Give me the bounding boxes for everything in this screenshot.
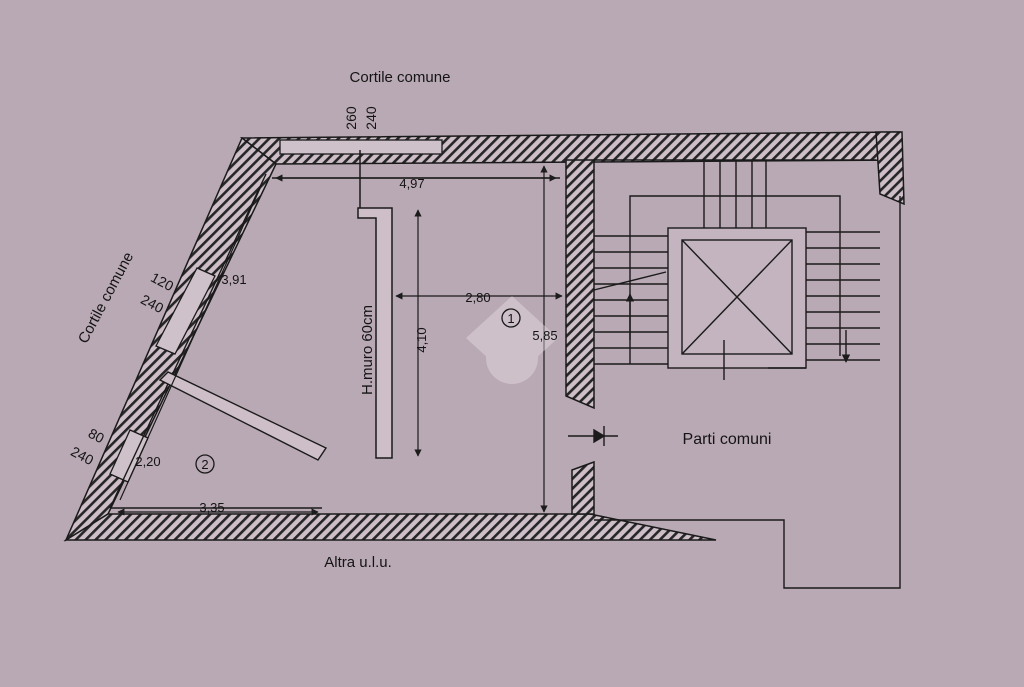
window-height-top-sill: 260 xyxy=(343,106,359,130)
label-common-parts: Parti comuni xyxy=(683,431,772,448)
left-window-upper xyxy=(155,267,216,355)
partition-wall-upper xyxy=(565,159,595,410)
dim-left-upper-side: 3,91 xyxy=(221,272,246,287)
room-1-number: 1 xyxy=(507,311,514,326)
label-other-unit: Altra u.l.u. xyxy=(324,554,392,571)
room-2-marker xyxy=(195,454,215,474)
window-height-left-upper-sill: 120 xyxy=(148,269,176,294)
logo-watermark xyxy=(466,296,558,384)
dim-inner-width: 2,80 xyxy=(465,290,490,305)
low-wall xyxy=(357,150,393,459)
window-height-left-lower-head: 240 xyxy=(68,443,96,468)
dim-left-lower-side: 2,20 xyxy=(135,454,160,469)
window-height-top-head: 240 xyxy=(363,106,379,130)
window-height-left-upper-head: 240 xyxy=(138,291,166,316)
label-wall-height: H.muro 60cm xyxy=(359,305,376,395)
label-courtyard-left: Cortile comune xyxy=(75,249,137,346)
room-2-number: 2 xyxy=(201,457,208,472)
dim-room-depth: 5,85 xyxy=(532,328,557,343)
dimension-lines xyxy=(117,165,563,516)
label-courtyard-top: Cortile comune xyxy=(350,69,451,86)
stairwell xyxy=(568,159,901,589)
window-height-left-lower-sill: 80 xyxy=(86,425,107,447)
partition-wall-lower xyxy=(571,460,595,515)
room-1-marker xyxy=(501,308,521,328)
dim-top-width: 4,97 xyxy=(399,176,424,191)
bottom-wall xyxy=(63,513,717,541)
dim-wall-length: 4,10 xyxy=(414,327,429,352)
right-wall-stub xyxy=(875,131,905,206)
top-window xyxy=(279,139,443,155)
dim-bottom-width: 3,35 xyxy=(199,500,224,515)
